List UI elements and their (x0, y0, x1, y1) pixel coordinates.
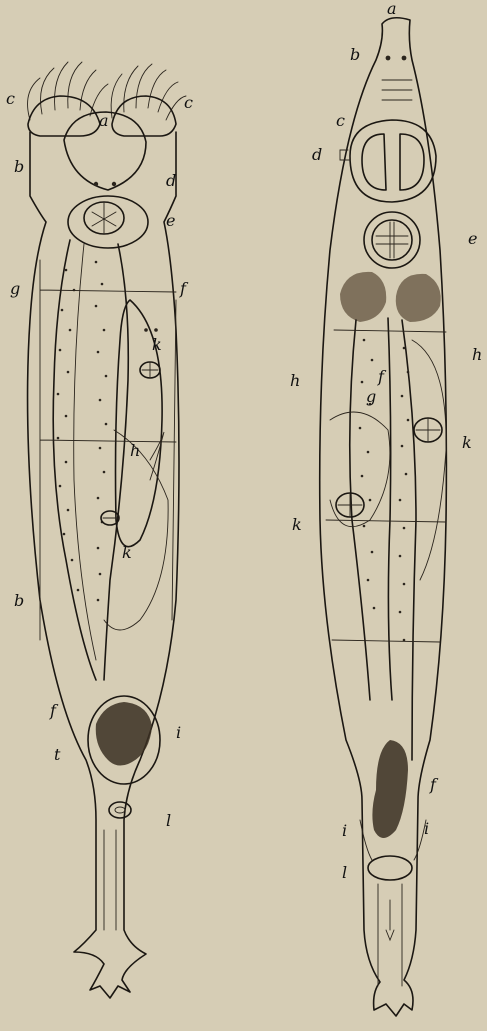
left-eyespot (112, 182, 116, 186)
right-gland-left (340, 272, 386, 322)
label-e: e (166, 211, 175, 230)
label-c: c (184, 93, 193, 112)
label-f: f (429, 775, 439, 794)
label-h: h (472, 345, 482, 364)
label-k: k (152, 335, 162, 354)
left-stomach (53, 240, 96, 680)
label-b: b (14, 157, 24, 176)
label-f: f (49, 701, 59, 720)
label-g: g (10, 279, 20, 298)
label-f: f (377, 367, 387, 386)
left-corona-lobe-left (28, 96, 100, 136)
label-g: g (366, 387, 376, 406)
left-corona-lobe-right (112, 96, 176, 136)
label-l: l (342, 863, 347, 882)
label-c: c (336, 111, 345, 130)
label-t: t (54, 745, 61, 764)
label-k: k (462, 433, 472, 452)
left-foot-gland (109, 802, 131, 818)
left-eyespot (94, 182, 98, 186)
label-f: f (179, 279, 189, 298)
label-i: i (176, 723, 181, 742)
label-b: b (14, 591, 24, 610)
left-cilia-right (111, 64, 186, 120)
right-cloaca (372, 740, 408, 838)
label-h: h (290, 371, 300, 390)
label-a: a (99, 111, 109, 130)
left-rotifer: c c a b d e g f k h k b f i t l (6, 62, 193, 998)
right-trochal-disc (350, 120, 436, 202)
right-rotifer: a b c d e h h f g k k f i i l (290, 0, 482, 1016)
right-body-outline (320, 18, 447, 1016)
label-a: a (387, 0, 397, 18)
label-k: k (292, 515, 302, 534)
label-h: h (130, 441, 140, 460)
label-i: i (424, 819, 429, 838)
right-eyespot (386, 56, 391, 61)
left-body-outline (28, 132, 179, 998)
left-cloaca-shading (96, 702, 152, 766)
left-cilia-left (28, 62, 108, 120)
label-c: c (6, 89, 15, 108)
label-d: d (312, 145, 322, 164)
right-eyespot (402, 56, 407, 61)
right-foot-gland (368, 856, 412, 880)
label-e: e (468, 229, 477, 248)
label-k: k (122, 543, 132, 562)
label-l: l (166, 811, 171, 830)
label-b: b (350, 45, 360, 64)
right-stomach (350, 320, 370, 700)
right-gland-right (396, 274, 441, 322)
label-d: d (166, 171, 176, 190)
left-mastax-ring (68, 196, 148, 248)
label-i: i (342, 821, 347, 840)
